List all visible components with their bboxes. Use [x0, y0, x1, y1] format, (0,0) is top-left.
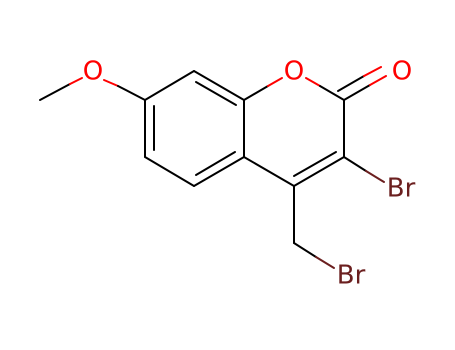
bond-ring-1	[144, 70, 195, 101]
bond-ring-2	[193, 70, 245, 101]
bond-o-aromatic	[117, 85, 146, 101]
bromine-ring-label: Br	[387, 174, 416, 204]
bond-o-aromatic-colored	[103, 79, 119, 87]
oxygen-ring-label: O	[284, 57, 304, 87]
bond-c4-c4a	[243, 156, 295, 187]
bond-ring-4	[193, 156, 245, 187]
bond-carbonyl-1	[343, 84, 371, 101]
bond-c3-c4	[293, 156, 345, 187]
bond-o-carbonyl-c	[319, 85, 345, 101]
bond-ring-inner-2	[195, 151, 236, 176]
oxygen-carbonyl-label: O	[392, 57, 412, 87]
bromine-methyl-label: Br	[337, 261, 366, 291]
bond-carbonyl-2-colored	[363, 66, 382, 77]
bond-c3-c4-inner	[293, 151, 337, 177]
bond-ring-o	[243, 85, 269, 101]
bond-carbonyl-2	[337, 75, 365, 92]
bond-c3-br-colored	[365, 170, 385, 183]
bond-ring-5	[144, 156, 195, 187]
bond-ring-inner-1	[195, 81, 237, 106]
bond-methyl	[39, 83, 71, 101]
bond-c3-br	[343, 156, 367, 172]
oxygen-methoxy-label: O	[83, 57, 103, 87]
bond-ring-o-colored	[267, 77, 283, 87]
bond-carbonyl-1-colored	[369, 75, 387, 86]
bond-methyl-o-colored	[69, 77, 83, 85]
bond-ch2-br-colored	[315, 256, 335, 269]
bond-o-carbonyl-c-colored	[305, 77, 321, 87]
bond-ch2-br	[293, 242, 317, 258]
